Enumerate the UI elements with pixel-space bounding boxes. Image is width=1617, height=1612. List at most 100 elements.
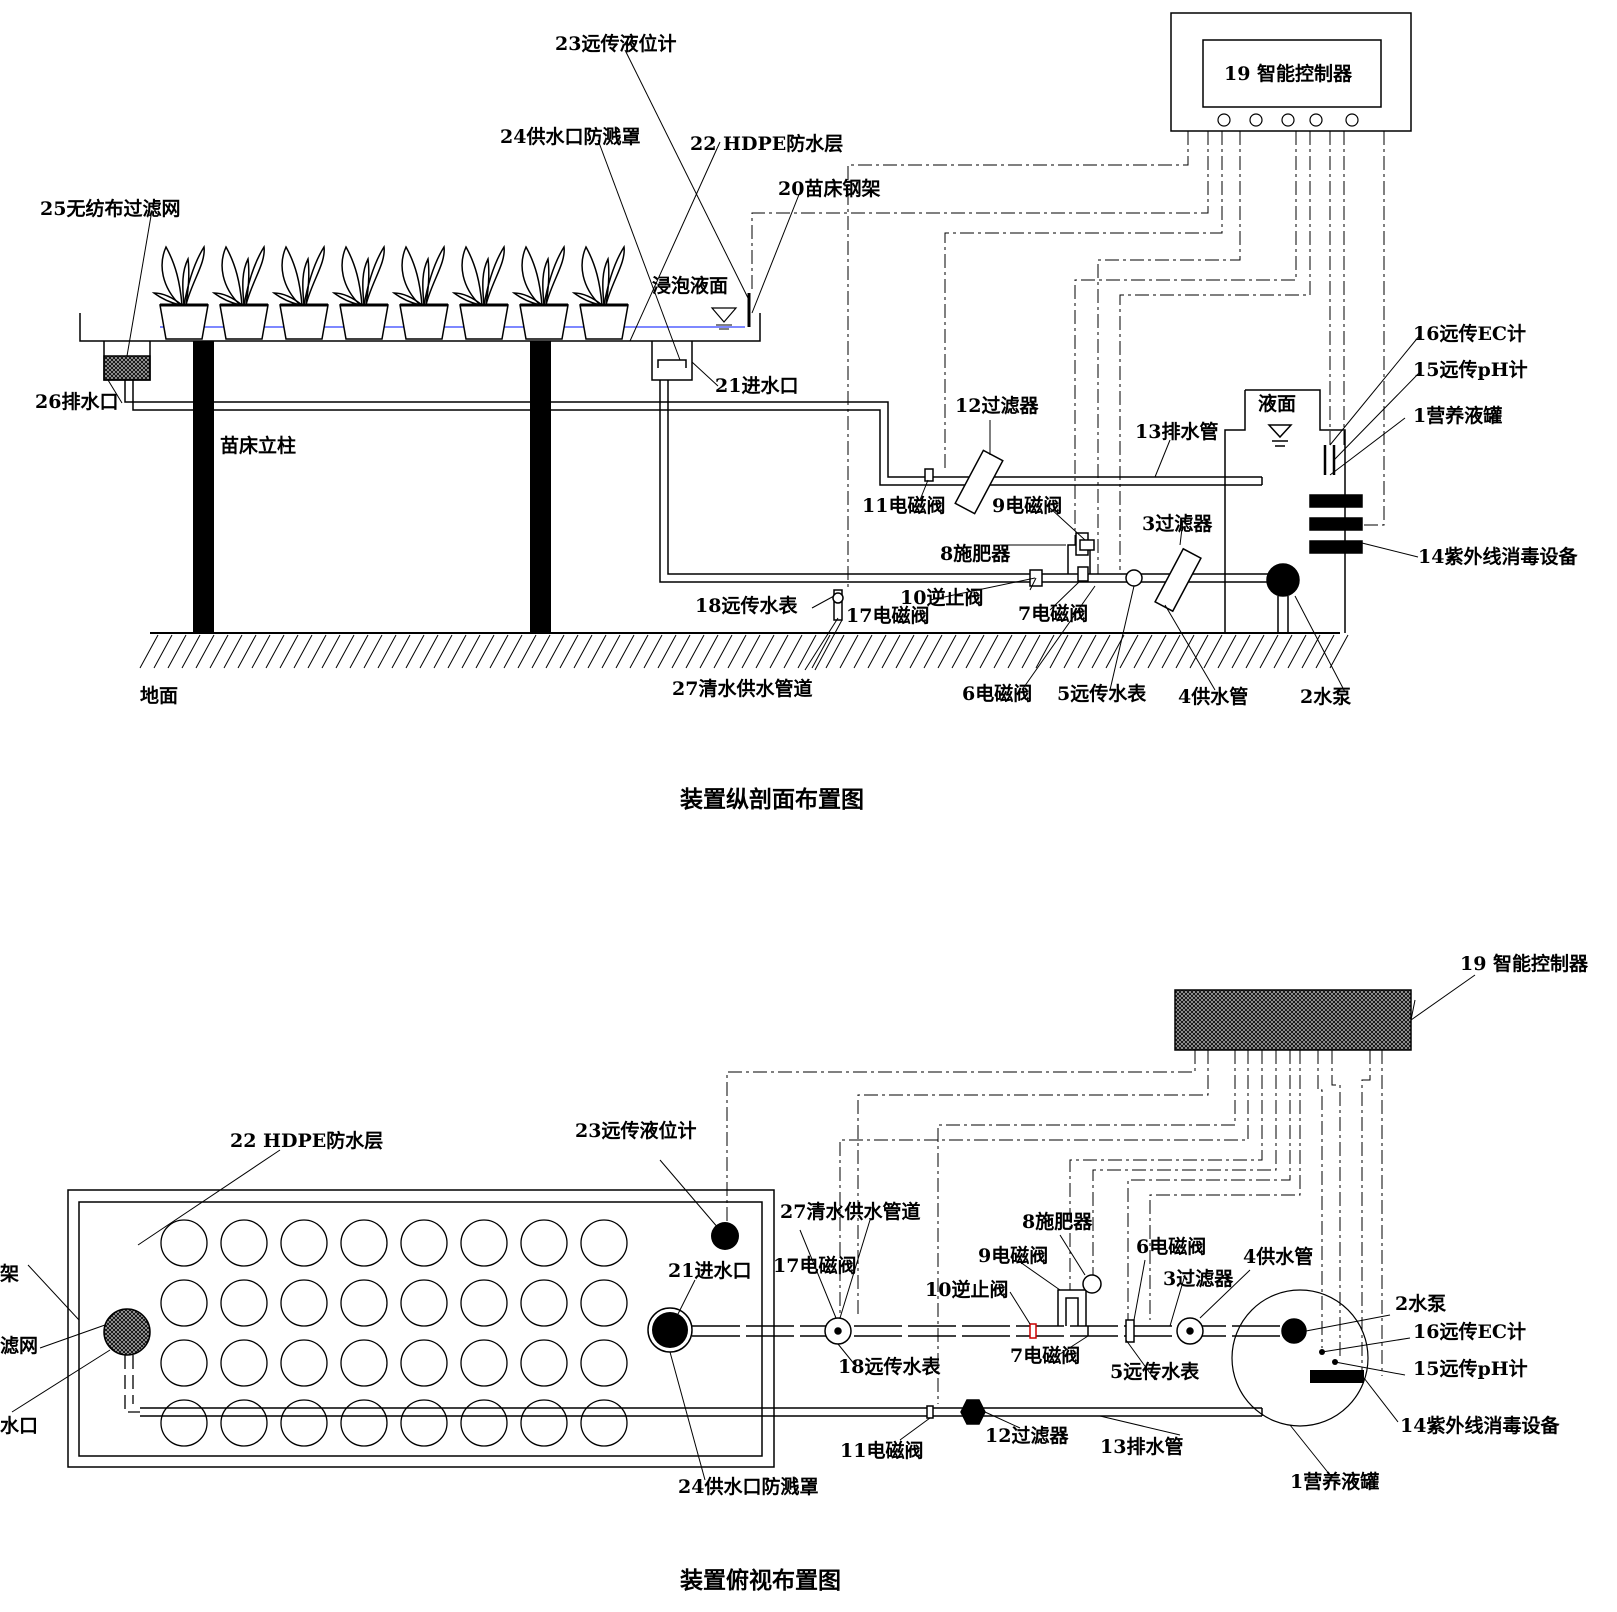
plan-labels: 19 智能控制器 22 HDPE防水层 23远传液位计 27清水供水管道 8施肥…	[0, 952, 1589, 1498]
plan-label-11: 11电磁阀	[840, 1439, 923, 1462]
label-10: 10逆止阀	[900, 586, 983, 609]
potted-plant	[512, 245, 570, 341]
ground-hatch-line	[923, 634, 943, 669]
ground-hatch-line	[839, 634, 859, 669]
nonwoven-filter	[103, 355, 151, 381]
ground-hatch-line	[867, 634, 887, 669]
label-25: 25无纺布过滤网	[40, 197, 180, 220]
plan-label-14: 14紫外线消毒设备	[1400, 1414, 1560, 1437]
label-27: 27清水供水管道	[672, 677, 812, 700]
pot-plan	[340, 1279, 388, 1327]
pot-plan	[580, 1399, 628, 1447]
label-1: 1营养液罐	[1413, 404, 1502, 427]
plan-label-3: 3过滤器	[1163, 1268, 1234, 1290]
label-24: 24供水口防溅罩	[500, 125, 640, 148]
smart-controller: 19 智能控制器	[1170, 12, 1412, 132]
ground-hatch-line	[1119, 634, 1139, 669]
ground-hatch-line	[1189, 634, 1209, 669]
potted-plant	[272, 245, 330, 341]
bed-column-left	[193, 341, 214, 633]
pot-plan	[280, 1219, 328, 1267]
pot-plan	[400, 1219, 448, 1267]
pot-plan	[460, 1339, 508, 1387]
label-6: 6电磁阀	[962, 682, 1032, 705]
ground-hatch-line	[573, 634, 593, 669]
ground-hatch-line	[1245, 634, 1265, 669]
ground-hatch-line	[349, 634, 369, 669]
label-15: 15远传pH计	[1413, 358, 1528, 381]
plan-label-7: 7电磁阀	[1010, 1344, 1080, 1367]
pot-plan	[280, 1399, 328, 1447]
plan-label-27: 27清水供水管道	[780, 1200, 920, 1223]
ground-hatch-line	[1315, 634, 1335, 669]
ground-hatch-line	[643, 634, 663, 669]
ground-hatch-line	[1287, 634, 1307, 669]
ground-hatch-line	[615, 634, 635, 669]
leader-lines	[107, 49, 1421, 693]
ground-hatch-line	[601, 634, 621, 669]
ground-hatch-line	[405, 634, 425, 669]
ground-hatch-line	[713, 634, 733, 669]
pot-plan	[280, 1279, 328, 1327]
pot-plan	[340, 1339, 388, 1387]
supply-pipe	[659, 380, 1300, 632]
ground-hatch-line	[685, 634, 705, 669]
pot-plan	[160, 1279, 208, 1327]
plan-label-18: 18远传水表	[838, 1355, 941, 1378]
plan-label-4: 4供水管	[1243, 1245, 1313, 1268]
ground-hatch-line	[195, 634, 215, 669]
controller-label: 19 智能控制器	[1224, 62, 1353, 85]
pot-plan	[220, 1219, 268, 1267]
pot-plan	[160, 1339, 208, 1387]
ground-hatch-line	[909, 634, 929, 669]
pot-plan	[220, 1279, 268, 1327]
ground-hatch-line	[769, 634, 789, 669]
plan-label-cut-frame: 架	[0, 1263, 19, 1285]
drain-dashed	[124, 1355, 140, 1413]
plan-label-24: 24供水口防溅罩	[678, 1475, 818, 1498]
ground	[139, 632, 1349, 669]
section-labels: 23远传液位计 24供水口防溅罩 22 HDPE防水层 20苗床钢架 25无纺布…	[35, 32, 1578, 708]
plan-view: 19 智能控制器 22 HDPE防水层 23远传液位计 27清水供水管道 8施肥…	[0, 952, 1589, 1594]
ground-hatch-line	[391, 634, 411, 669]
pot-plan	[460, 1219, 508, 1267]
ground-hatch-line	[1231, 634, 1251, 669]
drain-pipe-plan	[140, 1399, 1263, 1425]
ground-hatch-line	[1063, 634, 1083, 669]
pot-plan	[400, 1339, 448, 1387]
section-view: 19 智能控制器	[35, 12, 1578, 813]
plan-label-8: 8施肥器	[1022, 1210, 1093, 1233]
ground-hatch-line	[1049, 634, 1069, 669]
ground-hatch-line	[699, 634, 719, 669]
plan-label-16: 16远传EC计	[1413, 1320, 1526, 1343]
filter-12	[954, 449, 1004, 515]
label-12: 12过滤器	[955, 395, 1039, 417]
ground-hatch-line	[307, 634, 327, 669]
label-11: 11电磁阀	[862, 494, 945, 517]
pot-plan	[520, 1219, 568, 1267]
pot-plan	[160, 1399, 208, 1447]
drain-outlet-plan	[103, 1308, 151, 1356]
ground-hatch-line	[1091, 634, 1111, 669]
signal-lines	[751, 131, 1385, 590]
plan-label-9: 9电磁阀	[978, 1244, 1048, 1267]
label-5: 5远传水表	[1057, 682, 1147, 705]
ground-hatch-line	[951, 634, 971, 669]
pot-plan	[580, 1279, 628, 1327]
nutrient-tank	[1224, 389, 1363, 633]
ground-hatch-line	[209, 634, 229, 669]
ground-hatch-line	[881, 634, 901, 669]
ground-hatch-line	[545, 634, 565, 669]
ground-hatch-line	[335, 634, 355, 669]
label-4: 4供水管	[1178, 685, 1248, 708]
ground-hatch-line	[461, 634, 481, 669]
ground-hatch-line	[223, 634, 243, 669]
bed-column-right	[530, 341, 551, 633]
plan-label-17: 17电磁阀	[773, 1254, 856, 1277]
pot-plan	[520, 1399, 568, 1447]
nutrient-tank-plan	[1231, 1289, 1369, 1427]
label-17: 17电磁阀	[846, 604, 929, 627]
label-21: 21进水口	[715, 375, 798, 397]
pot-plan	[220, 1339, 268, 1387]
label-2: 2水泵	[1300, 686, 1351, 708]
